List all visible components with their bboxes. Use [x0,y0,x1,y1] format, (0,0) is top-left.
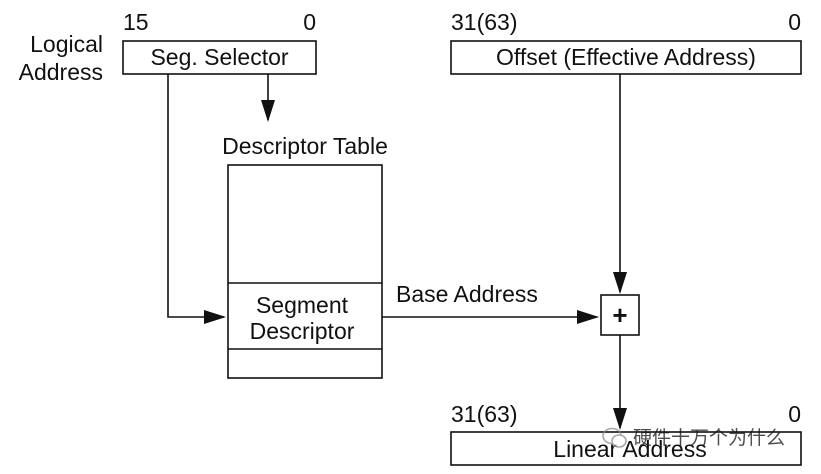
adder-box [600,294,640,336]
selector-low-bit: 0 [303,9,316,35]
segment-descriptor-label-line1: Segment [256,292,349,318]
logical-address-label-line1: Logical [30,31,103,57]
linear-address-high-bit: 31(63) [451,401,517,427]
descriptor-table [227,164,383,379]
segment-selector-label: Seg. Selector [150,44,288,70]
base-address-label: Base Address [396,281,538,307]
offset-label: Offset (Effective Address) [496,44,756,70]
linear-address-box [450,431,802,466]
adder-plus-symbol: + [612,300,627,330]
wechat-logo-icon [602,427,627,448]
watermark: 硬件十万个为什么 [602,427,785,449]
offset-box [450,40,802,75]
linear-address-low-bit: 0 [788,401,801,427]
watermark-text: 硬件十万个为什么 [633,427,785,449]
offset-low-bit: 0 [788,9,801,35]
linear-address-label: Linear Address [553,436,706,462]
segment-selector-box [122,40,317,75]
descriptor-table-title: Descriptor Table [222,133,388,159]
offset-high-bit: 31(63) [451,9,517,35]
selector-high-bit: 15 [123,9,149,35]
logical-address-label-line2: Address [19,59,103,85]
segment-descriptor-label-line2: Descriptor [250,318,355,344]
selector-index-arrow [167,74,226,324]
